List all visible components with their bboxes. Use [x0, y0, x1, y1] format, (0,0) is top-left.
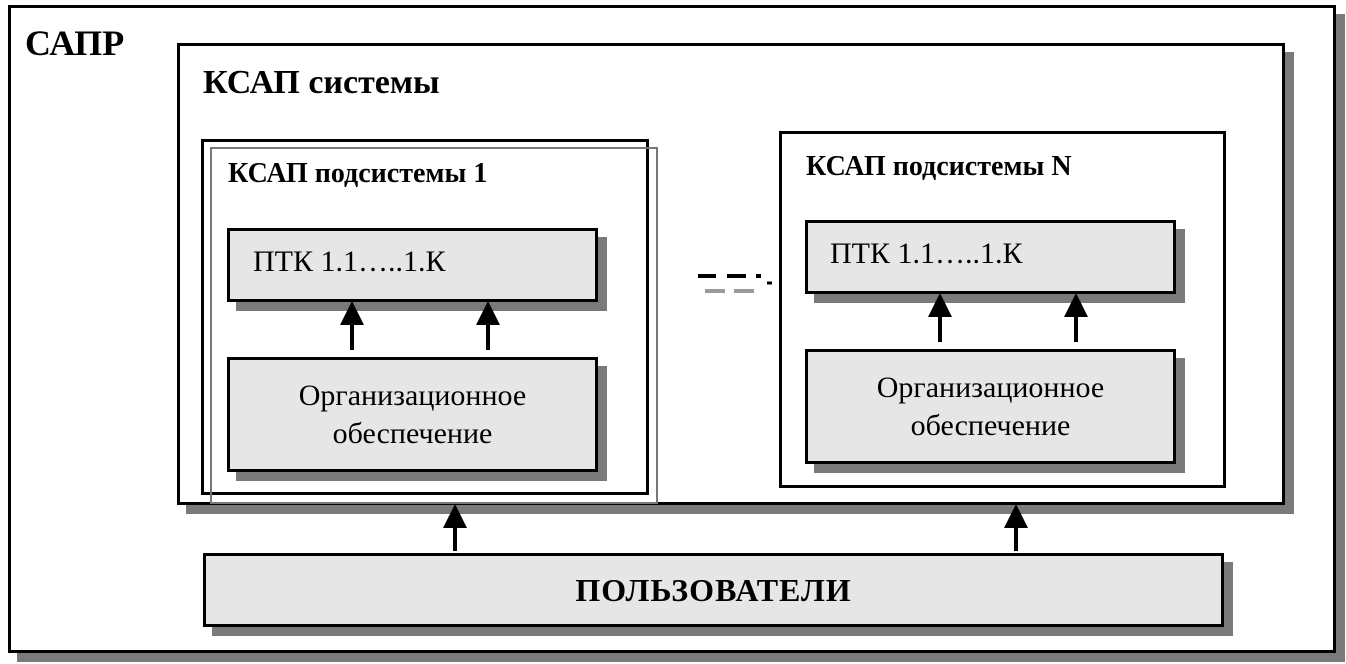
subsystem-n-title: КСАП подсистемы N	[806, 151, 1072, 182]
subsystem-1-ptk-box	[227, 228, 598, 302]
subsystem-n-org-box	[805, 349, 1176, 464]
subsystem-1-org-box	[227, 357, 598, 472]
ellipsis-dashes-icon	[698, 274, 772, 293]
subsystem-1-ptk-label: ПТК 1.1…..1.К	[253, 245, 446, 278]
users-box	[203, 553, 1224, 627]
subsystem-n-org-line1: Организационное	[876, 370, 1105, 404]
users-label: ПОЛЬЗОВАТЕЛИ	[575, 571, 852, 608]
subsystem-1-org-line1: Организационное	[298, 378, 527, 412]
subsystem-1-org-label: Организационное обеспечение	[227, 357, 598, 472]
subsystem-n-ptk-box	[805, 220, 1176, 294]
sapr-title: САПР	[25, 23, 125, 63]
subsystem-n-org-label: Организационное обеспечение	[805, 349, 1176, 464]
subsystem-n-org-line2: обеспечение	[910, 408, 1071, 442]
subsystem-1-org-line2: обеспечение	[332, 416, 493, 450]
subsystem-1-title: КСАП подсистемы 1	[228, 158, 488, 189]
ksap-system-title: КСАП системы	[203, 64, 440, 101]
subsystem-n-ptk-label: ПТК 1.1…..1.К	[830, 237, 1023, 270]
subsystem-1-inner-frame	[210, 147, 658, 504]
